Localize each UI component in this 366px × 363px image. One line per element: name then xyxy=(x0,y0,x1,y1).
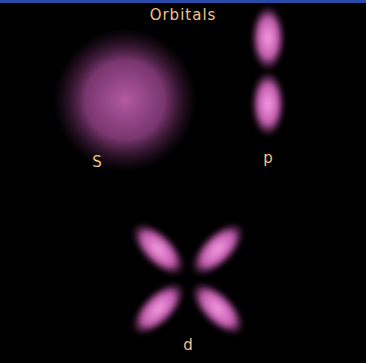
top-rule xyxy=(0,0,366,3)
p-orbital xyxy=(251,5,285,137)
orbital-label: S xyxy=(92,155,102,170)
d-orbital xyxy=(123,214,253,344)
orbital-label: p xyxy=(263,151,273,166)
diagram-title: Orbitals xyxy=(150,8,217,23)
orbital-label: d xyxy=(183,338,193,353)
s-orbital xyxy=(53,28,197,172)
